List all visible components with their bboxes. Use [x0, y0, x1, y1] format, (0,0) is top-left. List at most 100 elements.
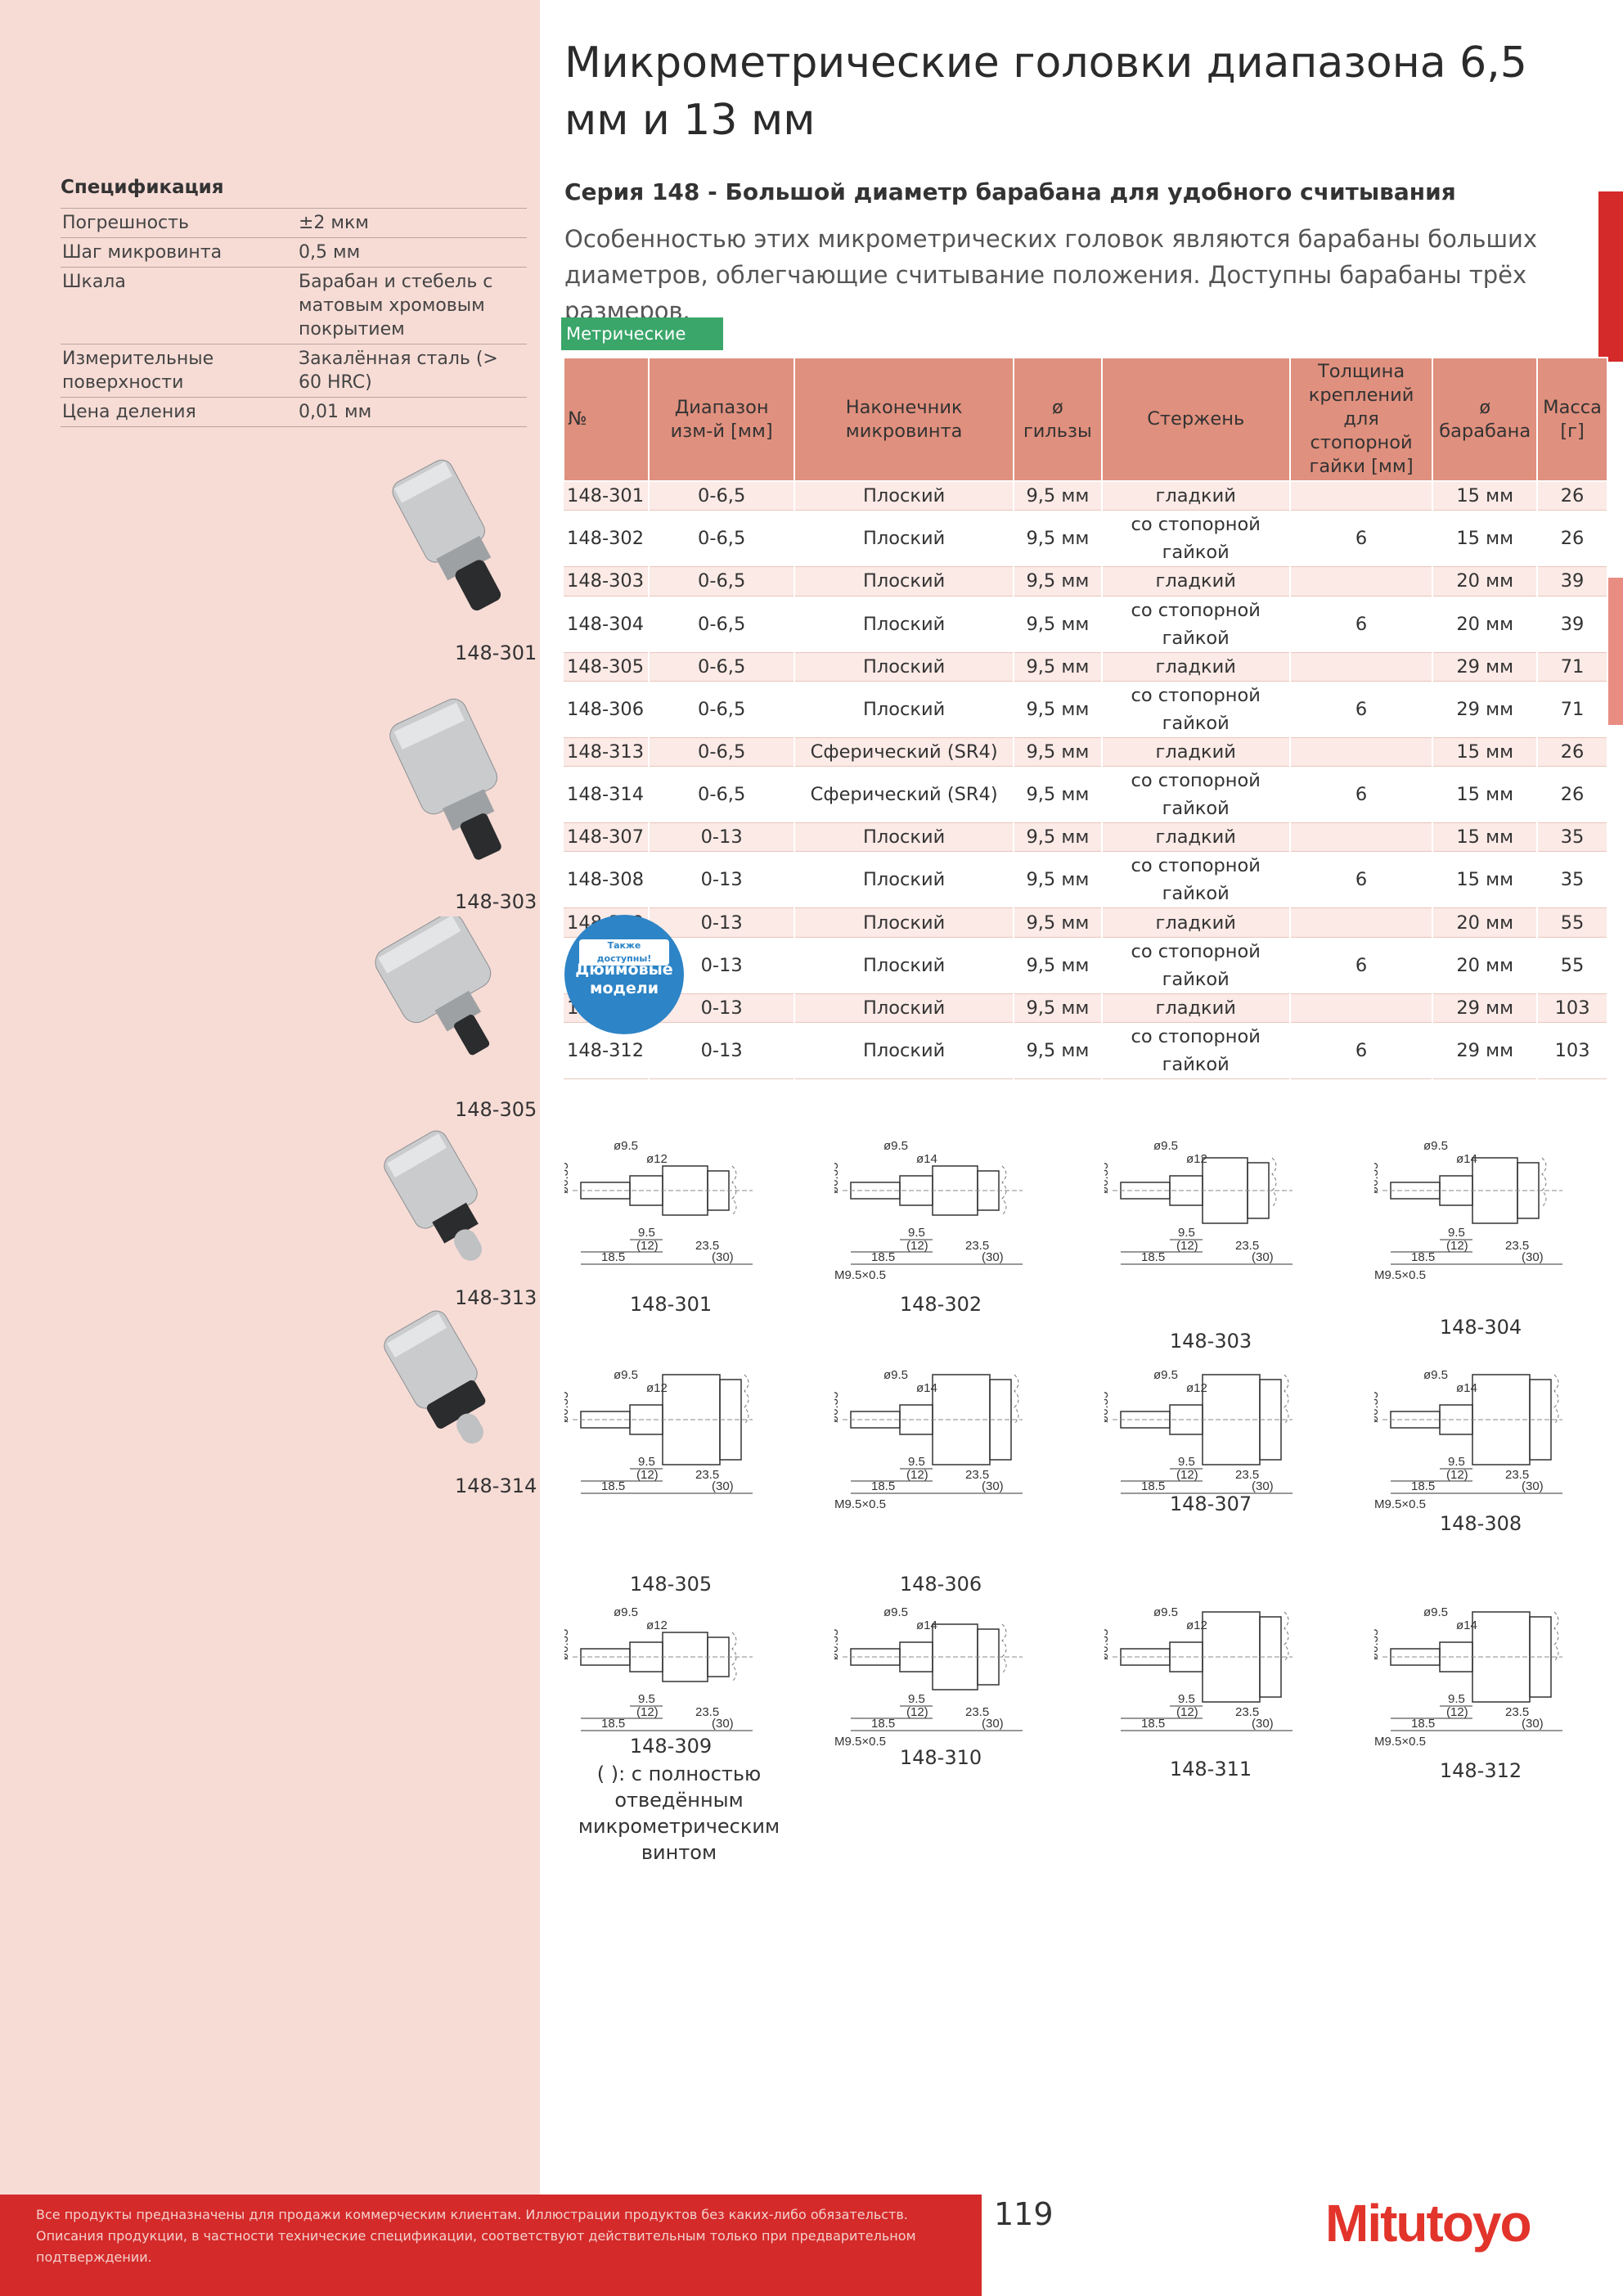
drawing-label: 148-301 [629, 1293, 713, 1316]
cell-no: 148-305 [564, 652, 650, 682]
cell-range: 0-6,5 [649, 652, 796, 682]
cell-no: 148-302 [564, 510, 650, 568]
cell-range: 0-13 [649, 1022, 796, 1080]
dimension-text: ø9.5 [614, 1368, 638, 1382]
spec-key: Измерительные поверхности [61, 344, 297, 398]
dimension-text: 18.5 [601, 1717, 625, 1731]
dimension-text: 23.5 [695, 1468, 719, 1482]
photo-label: 148-313 [455, 1286, 537, 1309]
dimension-text: ø9.5 [883, 1139, 908, 1153]
cell-mass: 55 [1537, 937, 1608, 994]
drawing-label: 148-310 [899, 1746, 982, 1769]
col-header-mass: Масса [г] [1536, 357, 1608, 482]
cell-stem: со стопорной гайкой [1101, 851, 1291, 909]
cell-no: 148-313 [564, 737, 650, 768]
drawing-label: 148-304 [1439, 1316, 1522, 1339]
drawing-label: 148-312 [1439, 1759, 1522, 1782]
product-photo-148-301 [392, 459, 501, 611]
dimension-text: ø12 [646, 1618, 668, 1632]
drawing-line [1271, 1157, 1277, 1208]
dimension-text: 9.5 [1448, 1226, 1465, 1240]
cell-tip: Сферический (SR4) [794, 737, 1015, 768]
cell-nut: 6 [1289, 937, 1434, 994]
dimension-text: M9.5×0.5 [834, 1497, 886, 1511]
cell-nut: 6 [1289, 766, 1434, 824]
dimension-text: (12) [636, 1705, 659, 1719]
footer-disclaimer: Все продукты предназначены для продажи к… [36, 2207, 916, 2265]
cell-sleeve: 9,5 мм [1014, 993, 1103, 1024]
cell-no: 148-308 [564, 851, 650, 909]
dimension-text: (12) [1176, 1239, 1198, 1253]
drawing-line [977, 1170, 1000, 1211]
spec-key: Шаг микровинта [61, 237, 297, 268]
cell-mass: 103 [1537, 1022, 1608, 1080]
cell-stem: со стопорной гайкой [1101, 766, 1291, 824]
cell-no: 148-304 [564, 596, 650, 653]
cell-mass: 39 [1537, 566, 1608, 597]
cell-tip: Плоский [794, 652, 1015, 682]
cell-no: 148-301 [564, 481, 650, 511]
cell-thimble: 29 мм [1432, 652, 1539, 682]
drawing-line [1541, 1157, 1547, 1208]
drawing-label: 148-303 [1169, 1330, 1252, 1353]
tab-metric[interactable]: Метрические [561, 317, 723, 350]
col-header-thimble: ø барабана [1432, 357, 1539, 482]
spec-value: 0,5 мм [297, 237, 527, 268]
cell-thimble: 15 мм [1432, 510, 1539, 568]
col-header-stem: Стержень [1100, 357, 1291, 482]
cell-nut [1289, 481, 1434, 511]
spec-key: Шкала [61, 267, 297, 344]
badge-line2: Дюймовые модели [575, 961, 673, 997]
drawing-line [707, 1636, 730, 1677]
photo-label: 148-303 [455, 890, 537, 913]
product-table: № Диапазон изм-й [мм] Наконечник микрови… [562, 357, 1608, 1080]
cell-tip: Сферический (SR4) [794, 766, 1015, 824]
dimension-text: (12) [906, 1468, 928, 1482]
dimension-text: 9.5 [1448, 1455, 1465, 1469]
cell-thimble: 15 мм [1432, 822, 1539, 853]
cell-thimble: 29 мм [1432, 681, 1539, 738]
dimension-text: M9.5×0.5 [1374, 1497, 1426, 1511]
cell-stem: гладкий [1101, 652, 1291, 682]
dimension-text: (12) [1176, 1468, 1198, 1482]
dimension-text: (12) [1446, 1239, 1468, 1253]
dimension-text: 18.5 [1141, 1479, 1165, 1493]
dimension-text: 18.5 [871, 1479, 895, 1493]
spec-value: Закалённая сталь (> 60 HRC) [297, 344, 527, 398]
cell-nut [1289, 566, 1434, 597]
dimension-text: ø9.5 [883, 1368, 908, 1382]
cell-tip: Плоский [794, 596, 1015, 653]
dimension-text: (30) [1522, 1717, 1544, 1731]
spec-row: Погрешность±2 мкм [61, 208, 527, 238]
cell-nut: 6 [1289, 1022, 1434, 1080]
cell-stem: со стопорной гайкой [1101, 681, 1291, 738]
cell-range: 0-6,5 [649, 566, 796, 597]
dimension-text: (30) [1522, 1479, 1544, 1493]
dimension-text: ø6.35 [1374, 1392, 1381, 1423]
dimension-text: 18.5 [871, 1250, 895, 1264]
dimension-text: ø6.35 [1374, 1629, 1381, 1660]
product-photo-148-314 [384, 1310, 486, 1444]
cell-thimble: 29 мм [1432, 993, 1539, 1024]
dimension-text: ø14 [1456, 1152, 1477, 1166]
cell-thimble: 20 мм [1432, 907, 1539, 938]
cell-nut [1289, 737, 1434, 768]
cell-thimble: 20 мм [1432, 596, 1539, 653]
badge-line1: Также доступны! [579, 939, 669, 966]
cell-sleeve: 9,5 мм [1014, 510, 1103, 568]
dimension-text: 18.5 [601, 1479, 625, 1493]
